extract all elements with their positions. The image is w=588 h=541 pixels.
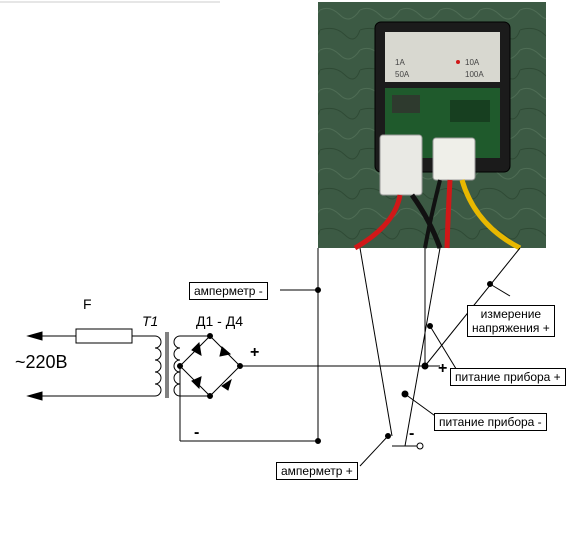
wire-power-minus — [404, 247, 441, 447]
black-wire-left — [409, 193, 443, 249]
leader-ammeter-plus — [359, 435, 389, 467]
bridge-plus-sign: + — [250, 344, 260, 361]
schematic — [26, 247, 521, 467]
leader-power-plus — [429, 325, 459, 373]
transformer-primary-coil — [154, 335, 162, 397]
node-bridge-bottom — [207, 393, 213, 399]
meter-face — [385, 32, 500, 82]
bridge-label: Д1 - Д4 — [196, 313, 243, 329]
node-bridge-left — [177, 363, 183, 369]
black-wire-right — [423, 179, 442, 249]
callout-voltage-measurement: измерение напряжения + — [467, 305, 555, 337]
terminal-minus-open — [416, 442, 424, 450]
meter-minus-sign: - — [409, 425, 415, 442]
white-connector-right — [432, 137, 476, 181]
meter-face-text-1: 1A — [395, 58, 405, 67]
meter-plus-sign: + — [438, 360, 448, 377]
bridge-minus-sign: - — [194, 424, 200, 441]
mains-voltage-label: ~220В — [15, 352, 68, 372]
callout-voltage-line2: напряжения + — [472, 321, 550, 335]
wire-ammeter-plus — [359, 247, 393, 437]
meter-face-text-4: 100A — [465, 70, 484, 79]
yellow-wire — [459, 179, 522, 251]
callout-power-plus: питание прибора + — [450, 368, 566, 386]
diode-1-icon — [191, 341, 202, 356]
diode-4-icon — [221, 378, 232, 391]
fuse-symbol — [75, 328, 133, 344]
diode-bridge — [179, 335, 241, 397]
arrow-top-icon — [26, 331, 43, 341]
fuse-label: F — [83, 296, 92, 312]
node-bridge-top — [207, 333, 213, 339]
arrow-bottom-icon — [26, 391, 43, 401]
node-negative-rail — [315, 438, 321, 444]
leader-voltage — [489, 283, 511, 297]
callout-power-minus: питание прибора - — [434, 413, 547, 431]
callout-voltage-line1: измерение — [480, 307, 542, 321]
meter-photo: 1A 10A 50A 100A — [318, 2, 546, 251]
callout-ammeter-minus: амперметр - — [189, 282, 268, 300]
leader-power-minus — [404, 393, 439, 419]
transformer-label: Т1 — [142, 313, 159, 329]
red-wire-right — [444, 179, 453, 249]
diode-3-icon — [191, 376, 202, 390]
meter-face-text-3: 50A — [395, 70, 410, 79]
diode-2-icon — [219, 346, 232, 357]
callout-ammeter-plus: амперметр + — [276, 462, 358, 480]
transformer-secondary-coil — [173, 335, 181, 397]
meter-face-text-2: 10A — [465, 58, 480, 67]
red-wire — [353, 194, 403, 251]
white-connector-left — [379, 134, 423, 196]
